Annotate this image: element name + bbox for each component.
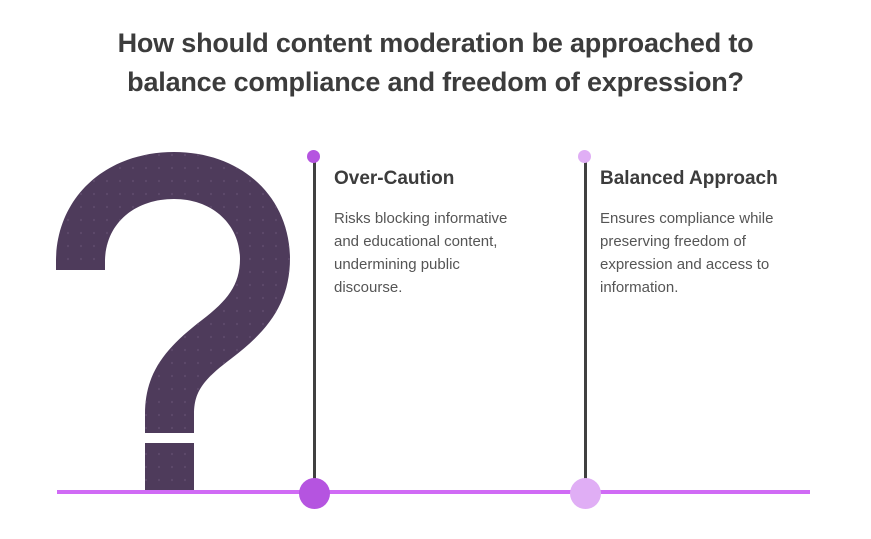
timeline-stem xyxy=(584,161,587,491)
timeline-marker-top xyxy=(578,150,591,163)
timeline-marker-top xyxy=(307,150,320,163)
page-title-line-2: balance compliance and freedom of expres… xyxy=(127,67,744,97)
timeline-marker-bottom xyxy=(570,478,601,509)
timeline-column-text: Over-Caution Risks blocking informative … xyxy=(334,164,524,299)
timeline-baseline xyxy=(57,490,810,494)
timeline-stem xyxy=(313,161,316,491)
timeline-column-text: Balanced Approach Ensures compliance whi… xyxy=(600,164,800,299)
timeline-column-heading: Over-Caution xyxy=(334,168,455,189)
question-mark-icon xyxy=(56,152,290,493)
page-title: How should content moderation be approac… xyxy=(60,24,811,102)
timeline-column-body: Ensures compliance while preserving free… xyxy=(600,210,774,296)
page-title-line-1: How should content moderation be approac… xyxy=(117,28,754,58)
timeline-marker-bottom xyxy=(299,478,330,509)
question-mark-graphic xyxy=(52,152,297,497)
timeline-column-body: Risks blocking informative and education… xyxy=(334,210,508,296)
timeline-column-heading: Balanced Approach xyxy=(600,168,778,189)
